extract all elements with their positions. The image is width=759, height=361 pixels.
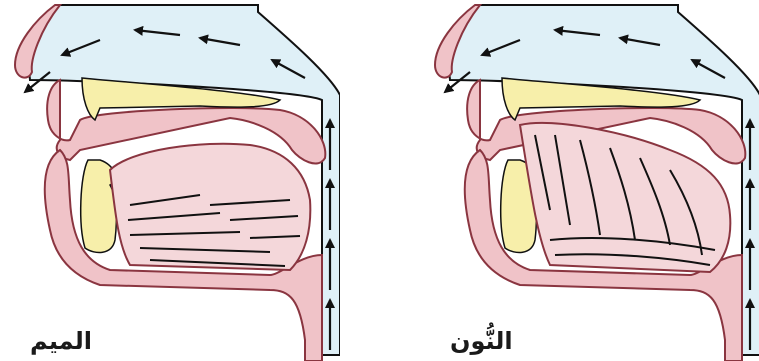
meem-articulation-diagram: [0, 0, 340, 361]
noon-label: النُّون: [450, 327, 513, 355]
meem-label: الميم: [30, 327, 92, 355]
noon-articulation-diagram: [420, 0, 759, 361]
